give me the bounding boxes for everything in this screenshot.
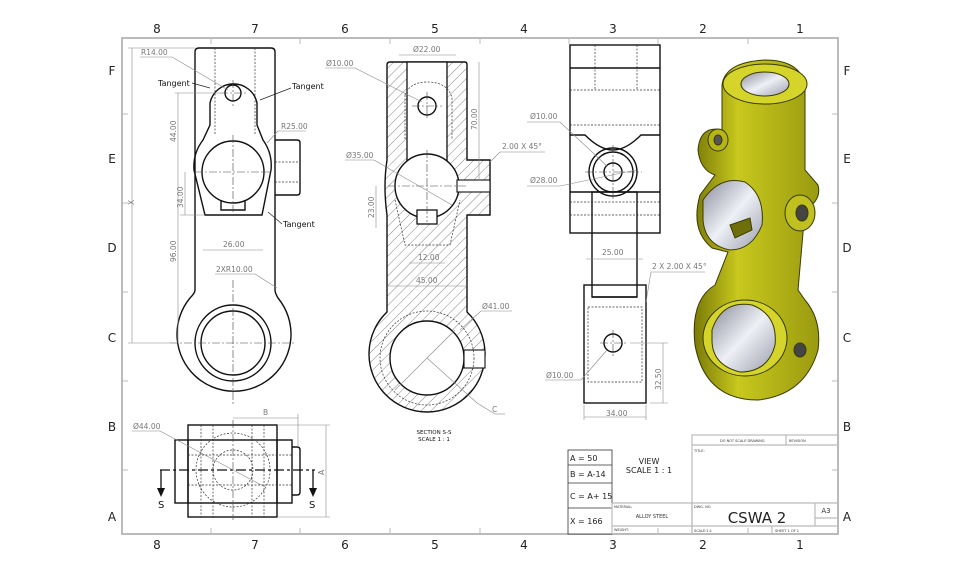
section-view: Ø22.00 Ø10.00 70.00 Ø35.00 2.00 X 45° 23… xyxy=(325,45,545,443)
dim-c: C xyxy=(492,405,497,414)
dim-23: 23.00 xyxy=(367,196,376,218)
dim-32: 32.50 xyxy=(654,368,663,390)
zone-row-b: B xyxy=(108,420,116,434)
dim-d10-section: Ø10.00 xyxy=(326,59,354,68)
dim-70: 70.00 xyxy=(470,108,479,130)
var-a: A = 50 xyxy=(570,454,597,463)
revision-label: REVISION xyxy=(789,439,806,443)
top-view: S S Ø44.00 B A xyxy=(132,408,330,520)
material-value: ALLOY STEEL xyxy=(636,514,669,520)
zone-col-4: 4 xyxy=(520,22,528,36)
section-mark-right: S xyxy=(309,500,315,511)
dim-d22: Ø22.00 xyxy=(413,45,441,54)
zone-col-4: 4 xyxy=(520,538,528,552)
drawing-number: CSWA 2 xyxy=(728,509,787,527)
dim-r14: R14.00 xyxy=(141,48,168,57)
weight-label: WEIGHT: xyxy=(614,528,629,532)
zone-row-a: A xyxy=(843,510,852,524)
front-view: X 44.00 34.00 96.00 26.00 R14.00 R25.00 … xyxy=(127,47,324,405)
zone-col-7: 7 xyxy=(251,22,259,36)
zone-row-b: B xyxy=(843,420,851,434)
scale-label: SCALE:1:1 xyxy=(694,529,712,533)
dim-x: X xyxy=(127,200,136,205)
view-scale-label: SCALE 1 : 1 xyxy=(626,466,672,475)
zone-row-f: F xyxy=(109,64,116,78)
tangent-note-1: Tangent xyxy=(157,79,190,88)
dim-34-side: 34.00 xyxy=(606,409,628,418)
dim-chamfer2: 2 X 2.00 X 45° xyxy=(652,262,707,271)
zone-row-d: D xyxy=(842,241,851,255)
zone-labels-bottom: 8 7 6 5 4 3 2 1 xyxy=(153,538,804,552)
dim-d28: Ø28.00 xyxy=(530,176,558,185)
var-x: X = 166 xyxy=(570,517,603,526)
zone-row-a: A xyxy=(108,510,117,524)
zone-col-3: 3 xyxy=(609,538,617,552)
dim-25: 25.00 xyxy=(602,248,624,257)
var-b: B = A-14 xyxy=(570,470,606,479)
dim-26: 26.00 xyxy=(223,240,245,249)
section-mark-left: S xyxy=(158,500,164,511)
section-scale: SCALE 1 : 1 xyxy=(418,437,450,443)
dim-b: B xyxy=(263,408,268,417)
zone-col-2: 2 xyxy=(699,538,707,552)
zone-col-5: 5 xyxy=(431,22,439,36)
zone-labels-top: 8 7 6 5 4 3 2 1 xyxy=(153,22,804,36)
zone-row-c: C xyxy=(843,331,851,345)
zone-row-e: E xyxy=(108,152,116,166)
tangent-note-2: Tangent xyxy=(291,82,324,91)
var-c: C = A+ 15 xyxy=(570,492,612,501)
zone-col-8: 8 xyxy=(153,22,161,36)
dim-chamfer: 2.00 X 45° xyxy=(502,142,542,151)
view-label: VIEW xyxy=(639,457,660,466)
zone-col-8: 8 xyxy=(153,538,161,552)
isometric-part-render xyxy=(693,59,820,401)
zone-col-1: 1 xyxy=(796,538,804,552)
dim-45: 45.00 xyxy=(416,276,438,285)
sheet-size: A3 xyxy=(821,507,830,515)
zone-col-5: 5 xyxy=(431,538,439,552)
dim-r25: R25.00 xyxy=(281,122,308,131)
zone-row-c: C xyxy=(108,331,116,345)
dwg-no-label: DWG. NO. xyxy=(694,505,711,509)
zone-col-6: 6 xyxy=(341,22,349,36)
zone-col-2: 2 xyxy=(699,22,707,36)
material-label: MATERIAL: xyxy=(614,505,632,509)
section-title: SECTION S-S xyxy=(417,430,452,436)
zone-row-d: D xyxy=(107,241,116,255)
dim-a: A xyxy=(317,469,326,475)
dim-d10-link: Ø10.00 xyxy=(546,371,574,380)
zone-col-1: 1 xyxy=(796,22,804,36)
dim-44: 44.00 xyxy=(169,120,178,142)
dim-d44: Ø44.00 xyxy=(133,422,161,431)
dim-r10: 2XR10.00 xyxy=(216,265,253,274)
sheet-label: SHEET 1 OF 1 xyxy=(775,529,799,533)
variables-table: A = 50 B = A-14 C = A+ 15 X = 166 xyxy=(567,449,613,535)
zone-row-e: E xyxy=(843,152,851,166)
dim-34: 34.00 xyxy=(176,186,185,208)
dim-d35: Ø35.00 xyxy=(346,151,374,160)
zone-col-6: 6 xyxy=(341,538,349,552)
zone-col-3: 3 xyxy=(609,22,617,36)
title-label: TITLE: xyxy=(693,449,705,453)
dim-d41: Ø41.00 xyxy=(482,302,510,311)
dim-96: 96.00 xyxy=(169,240,178,262)
dim-12: 12.00 xyxy=(418,253,440,262)
zone-labels-left: F E D C B A xyxy=(107,64,117,524)
tangent-note-3: Tangent xyxy=(282,220,315,229)
title-block xyxy=(611,434,839,535)
dim-d10-side: Ø10.00 xyxy=(530,112,558,121)
zone-labels-right: F E D C B A xyxy=(842,64,852,524)
do-not-scale-label: DO NOT SCALE DRAWING xyxy=(720,439,765,443)
zone-col-7: 7 xyxy=(251,538,259,552)
side-view: Ø10.00 Ø28.00 25.00 2 X 2.00 X 45° Ø10.0… xyxy=(527,44,707,420)
zone-row-f: F xyxy=(844,64,851,78)
